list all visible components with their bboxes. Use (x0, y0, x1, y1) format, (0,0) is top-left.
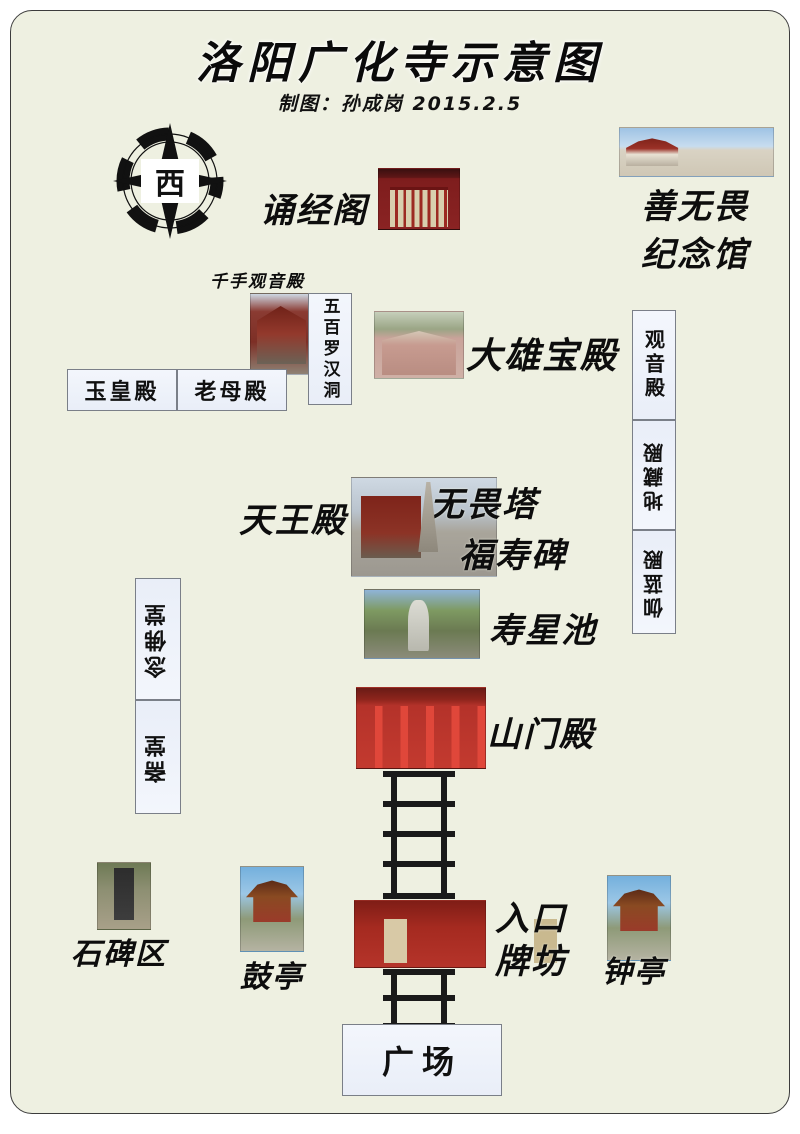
box-zhai-tang[interactable]: 斋堂 (135, 700, 181, 814)
page-title: 洛阳广化寺示意图 (196, 38, 604, 89)
photo-rukou-paifang (354, 900, 486, 968)
box-nianfo-tang[interactable]: 念佛堂 (135, 578, 181, 700)
photo-daxiong-baodian (374, 311, 464, 379)
photo-shanwuwei-memorial (619, 127, 774, 177)
label-shanmen-dian: 山门殿 (487, 715, 595, 755)
label-zhong-ting: 钟亭 (602, 955, 666, 990)
walkway-rung (383, 969, 455, 975)
label-daxiong-baodian: 大雄宝殿 (466, 336, 619, 377)
label-rukou-line2: 牌坊 (495, 942, 567, 982)
label-fushou-bei: 福寿碑 (459, 536, 567, 576)
compass-direction-label: 西 (155, 167, 185, 202)
label-shibei-qu: 石碑区 (71, 937, 167, 972)
photo-songjingge (378, 168, 460, 230)
label-rukou-line1: 入口 (495, 899, 567, 939)
walkway-rung (383, 831, 455, 837)
label-qianshou-guanyin: 千手观音殿 (210, 272, 305, 292)
box-wubai-luohan-dong[interactable]: 五百罗汉洞 (308, 293, 352, 405)
walkway-rung (383, 995, 455, 1001)
label-shanwuwei-line1: 善无畏 (641, 187, 749, 227)
photo-zhong-ting (607, 875, 671, 961)
photo-wuwei-ta (351, 477, 497, 577)
box-dizang-dian[interactable]: 地藏殿 (632, 420, 676, 530)
temple-map-page: 洛阳广化寺示意图 制图：孙成岗 2015.2.5 西 诵经阁 善无畏 纪念馆 千… (10, 10, 790, 1114)
walkway-lower (383, 969, 455, 1029)
compass-icon (113, 123, 227, 239)
page-subtitle: 制图：孙成岗 2015.2.5 (277, 93, 523, 115)
box-guang-chang[interactable]: 广场 (342, 1024, 502, 1096)
box-laomu-dian[interactable]: 老母殿 (177, 369, 287, 411)
photo-gu-ting (240, 866, 304, 952)
label-gu-ting: 鼓亭 (240, 960, 304, 995)
label-shanwuwei-line2: 纪念馆 (641, 235, 749, 275)
walkway-upper (383, 771, 455, 899)
walkway-rung (383, 801, 455, 807)
compass-rose: 西 (109, 123, 231, 239)
photo-shibei-qu (97, 862, 151, 930)
photo-qianshou-guanyin (250, 293, 312, 375)
photo-shouxing-chi (364, 589, 480, 659)
label-shouxing-chi: 寿星池 (489, 611, 597, 651)
box-qielan-dian[interactable]: 伽蓝殿 (632, 530, 676, 634)
box-guanyin-dian[interactable]: 观音殿 (632, 310, 676, 420)
box-yuhuang-dian[interactable]: 玉皇殿 (67, 369, 177, 411)
label-wuwei-ta: 无畏塔 (430, 485, 538, 525)
photo-shanmen-dian (356, 687, 486, 769)
label-tianwang-dian: 天王殿 (239, 501, 347, 541)
walkway-rung (383, 771, 455, 777)
walkway-rung (383, 893, 455, 899)
walkway-rung (383, 861, 455, 867)
label-songjingge: 诵经阁 (260, 191, 368, 231)
